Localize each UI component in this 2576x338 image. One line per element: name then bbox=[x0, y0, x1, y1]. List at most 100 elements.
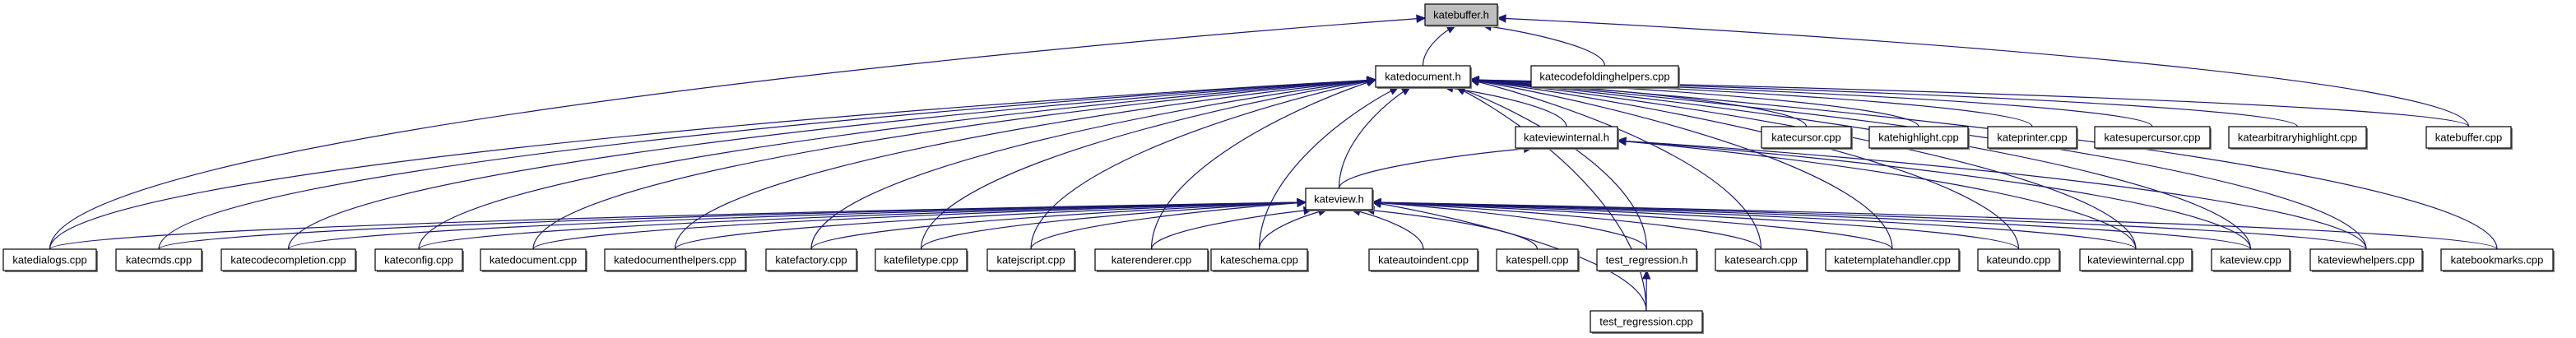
node-katebookmarks-cpp[interactable]: katebookmarks.cpp bbox=[2440, 248, 2555, 272]
node-box bbox=[1515, 126, 1618, 149]
node-katecmds-cpp[interactable]: katecmds.cpp bbox=[115, 248, 203, 272]
node-katehighlight-cpp[interactable]: katehighlight.cpp bbox=[1868, 126, 1970, 150]
node-kateconfig-cpp[interactable]: kateconfig.cpp bbox=[374, 248, 464, 272]
node-kateviewinternal-h[interactable]: kateviewinternal.h bbox=[1515, 126, 1619, 150]
edge-line bbox=[1372, 201, 1648, 250]
node-box bbox=[1094, 248, 1209, 271]
node-box bbox=[1987, 126, 2077, 149]
edge-line bbox=[1338, 147, 1533, 189]
edge-line bbox=[1351, 209, 1424, 250]
edge-katejscript_cpp-to-katedocument_h bbox=[1030, 77, 1377, 250]
edge-line bbox=[1030, 79, 1376, 250]
node-box bbox=[604, 248, 746, 271]
node-label: katesupercursor.cpp bbox=[2104, 132, 2200, 144]
node-kateundo-cpp[interactable]: kateundo.cpp bbox=[1977, 248, 2061, 272]
node-katetemplatehandler-cpp[interactable]: katetemplatehandler.cpp bbox=[1825, 248, 1961, 272]
node-box bbox=[1210, 248, 1308, 271]
node-label: katerenderer.cpp bbox=[1112, 254, 1192, 266]
node-box bbox=[480, 248, 587, 271]
node-label: kateviewinternal.cpp bbox=[2087, 254, 2184, 266]
edge-line bbox=[158, 79, 1376, 250]
node-katerenderer-cpp[interactable]: katerenderer.cpp bbox=[1094, 248, 1209, 272]
node-kateviewhelpers-cpp[interactable]: kateviewhelpers.cpp bbox=[2309, 248, 2424, 272]
node-box bbox=[2, 248, 97, 271]
node-kateviewinternal-cpp[interactable]: kateviewinternal.cpp bbox=[2079, 248, 2193, 272]
edge-line bbox=[532, 201, 1307, 250]
node-katearbitraryhighlight-cpp[interactable]: katearbitraryhighlight.cpp bbox=[2228, 126, 2368, 150]
node-label: katetemplatehandler.cpp bbox=[1834, 254, 1951, 266]
node-label: kateconfig.cpp bbox=[384, 254, 453, 266]
edge-line bbox=[1617, 140, 2367, 250]
node-kateview-h[interactable]: kateview.h bbox=[1305, 188, 1374, 211]
node-katesupercursor-cpp[interactable]: katesupercursor.cpp bbox=[2094, 126, 2212, 150]
edge-line bbox=[920, 201, 1307, 250]
node-katedocument-h[interactable]: katedocument.h bbox=[1375, 65, 1472, 89]
arrowhead-icon bbox=[1416, 14, 1427, 24]
node-label: kateview.h bbox=[1314, 193, 1364, 206]
node-katebuffer-h: katebuffer.h bbox=[1424, 3, 1499, 27]
node-box bbox=[220, 248, 356, 271]
node-label: kateschema.cpp bbox=[1220, 254, 1298, 266]
edge-test_regression_cpp-to-katedocument_h bbox=[1455, 86, 1647, 312]
node-label: kateviewhelpers.cpp bbox=[2318, 254, 2415, 266]
edge-line bbox=[920, 79, 1376, 250]
edge-line bbox=[1150, 209, 1313, 250]
edge-katedialogs_cpp-to-katebuffer_h bbox=[49, 14, 1427, 250]
node-kateprinter-cpp[interactable]: kateprinter.cpp bbox=[1987, 126, 2078, 150]
node-label: katehighlight.cpp bbox=[1878, 132, 1959, 144]
node-katesearch-cpp[interactable]: katesearch.cpp bbox=[1715, 248, 1808, 272]
edge-line bbox=[1483, 25, 1606, 67]
node-katecodefoldinghelpers-cpp[interactable]: katecodefoldinghelpers.cpp bbox=[1530, 65, 1680, 89]
edge-katerenderer_cpp-to-kateview_h bbox=[1150, 206, 1314, 250]
node-katespell-cpp[interactable]: katespell.cpp bbox=[1496, 248, 1580, 272]
edge-line bbox=[1258, 209, 1328, 250]
node-box bbox=[1977, 248, 2060, 271]
edge-line bbox=[1372, 201, 1762, 250]
edge-katerenderer_cpp-to-katedocument_h bbox=[1150, 78, 1377, 250]
node-katecodecompletion-cpp[interactable]: katecodecompletion.cpp bbox=[220, 248, 357, 272]
node-katejscript-cpp[interactable]: katejscript.cpp bbox=[986, 248, 1076, 272]
node-box bbox=[374, 248, 463, 271]
node-katedialogs-cpp[interactable]: katedialogs.cpp bbox=[2, 248, 98, 272]
node-box bbox=[1424, 3, 1498, 26]
node-label: kateviewinternal.h bbox=[1524, 132, 1609, 144]
edge-katefactory_cpp-to-katedocument_h bbox=[810, 76, 1377, 250]
node-label: katespell.cpp bbox=[1506, 254, 1569, 266]
node-test-regression-cpp[interactable]: test_regression.cpp bbox=[1590, 310, 1704, 334]
edge-line bbox=[1338, 86, 1411, 189]
edge-line bbox=[532, 79, 1376, 250]
nodes-layer: katebuffer.h katedocument.h katecodefoldin… bbox=[2, 3, 2555, 334]
edge-line bbox=[1150, 79, 1376, 250]
node-katefactory-cpp[interactable]: katefactory.cpp bbox=[765, 248, 858, 272]
node-box bbox=[2079, 248, 2193, 271]
node-box bbox=[2211, 248, 2291, 271]
node-label: kateundo.cpp bbox=[1986, 254, 2050, 266]
arrowhead-icon bbox=[1616, 137, 1627, 146]
node-box bbox=[2309, 248, 2423, 271]
node-katefiletype-cpp[interactable]: katefiletype.cpp bbox=[875, 248, 968, 272]
node-katedocumenthelpers-cpp[interactable]: katedocumenthelpers.cpp bbox=[604, 248, 747, 272]
node-box bbox=[986, 248, 1075, 271]
edge-line bbox=[287, 201, 1307, 250]
edge-katebuffer_cpp-to-katebuffer_h bbox=[1496, 14, 2470, 127]
edge-line bbox=[1372, 201, 2367, 250]
edge-line bbox=[1469, 79, 2252, 250]
arrowhead-icon bbox=[1366, 78, 1377, 87]
node-katebuffer-cpp[interactable]: katebuffer.cpp bbox=[2425, 126, 2513, 150]
node-test-regression-h[interactable]: test_regression.h bbox=[1596, 248, 1698, 272]
node-box bbox=[2425, 126, 2512, 149]
node-kateview-cpp[interactable]: kateview.cpp bbox=[2211, 248, 2291, 272]
node-box bbox=[1761, 126, 1852, 149]
node-katedocument-cpp[interactable]: katedocument.cpp bbox=[480, 248, 587, 272]
node-kateautoindent-cpp[interactable]: kateautoindent.cpp bbox=[1368, 248, 1479, 272]
node-box bbox=[765, 248, 857, 271]
arrowhead-icon bbox=[1469, 76, 1479, 86]
node-katecursor-cpp[interactable]: katecursor.cpp bbox=[1761, 126, 1853, 150]
node-kateschema-cpp[interactable]: kateschema.cpp bbox=[1210, 248, 1309, 272]
edge-line bbox=[1372, 201, 2252, 250]
edge-line bbox=[674, 201, 1307, 250]
edge-katespell_cpp-to-kateview_h bbox=[1364, 206, 1539, 250]
node-label: katecodecompletion.cpp bbox=[230, 254, 346, 266]
edge-line bbox=[1372, 201, 2498, 250]
edge-kateautoindent_cpp-to-kateview_h bbox=[1350, 207, 1424, 250]
